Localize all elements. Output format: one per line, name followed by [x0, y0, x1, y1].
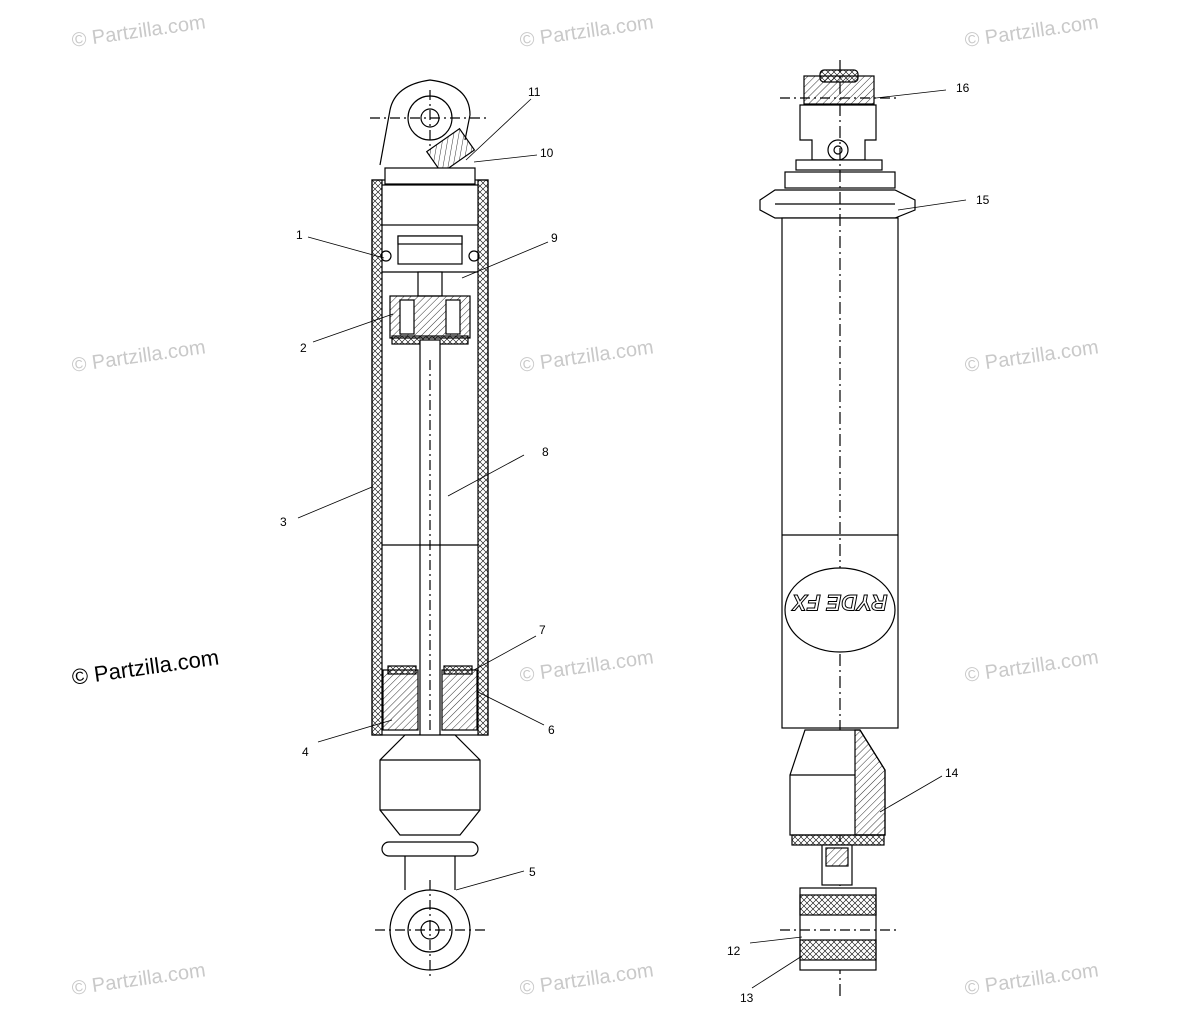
callout-16: 16 [956, 81, 970, 95]
callout-4: 4 [302, 745, 309, 759]
callout-13: 13 [740, 991, 754, 1005]
right-shock-exterior: RYDE FX [759, 60, 916, 1000]
callout-leader-lines [297, 89, 967, 989]
callout-3: 3 [280, 515, 287, 529]
callout-15: 15 [976, 193, 990, 207]
callout-1: 1 [296, 228, 303, 242]
callout-10: 10 [540, 146, 554, 160]
callout-9: 9 [551, 231, 558, 245]
callout-2: 2 [300, 341, 307, 355]
callout-7: 7 [539, 623, 546, 637]
callout-5: 5 [529, 865, 536, 879]
svg-text:RYDE FX: RYDE FX [791, 590, 887, 615]
callout-11: 11 [528, 85, 541, 99]
left-shock-cross-section [370, 79, 490, 980]
callout-12: 12 [727, 944, 741, 958]
callout-14: 14 [945, 766, 959, 780]
callout-8: 8 [542, 445, 549, 459]
callout-6: 6 [548, 723, 555, 737]
